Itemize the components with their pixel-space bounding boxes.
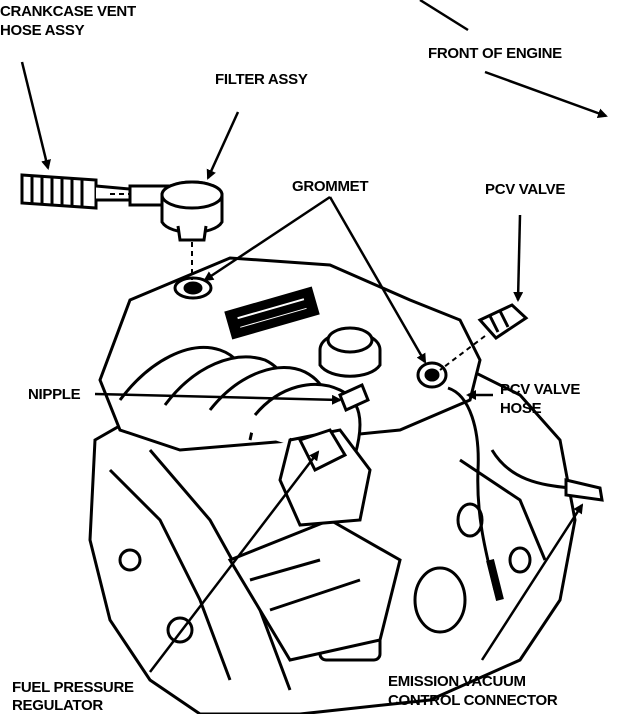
crankcase-vent-label-line1: CRANKCASE VENT [0, 3, 136, 20]
leader-grommet-2 [328, 196, 427, 364]
fuel-pressure-label-line2: REGULATOR [12, 697, 103, 714]
engine-block [88, 368, 577, 714]
emission-label-line2: CONTROL CONNECTOR [388, 692, 558, 709]
front-arrow-top [419, 0, 469, 32]
front-of-engine-label: FRONT OF ENGINE [428, 45, 562, 62]
leader-emission [480, 503, 584, 661]
leader-pcv-valve [513, 214, 524, 302]
nipple-label: NIPPLE [28, 386, 81, 403]
fuel-pressure-label-line1: FUEL PRESSURE [12, 679, 134, 696]
filter-assy-label: FILTER ASSY [215, 71, 308, 88]
pcv-valve-hose-label-line2: HOSE [500, 400, 542, 417]
crankcase-vent-label-line2: HOSE ASSY [0, 22, 85, 39]
emission-connector [490, 449, 571, 490]
leader-grommet-1 [203, 195, 331, 282]
filter-assembly [128, 180, 224, 242]
pcv-valve-hose-label-line1: PCV VALVE [500, 381, 581, 398]
grommet-label: GROMMET [292, 178, 369, 195]
pcv-valve-label: PCV VALVE [485, 181, 566, 198]
emission-label-line1: EMISSION VACUUM [388, 673, 526, 690]
front-arrow [484, 70, 608, 118]
leader-nipple [94, 392, 342, 405]
leader-fuel-reg [149, 450, 320, 673]
leader-filter [206, 111, 240, 180]
leader-crankcase [20, 61, 51, 170]
crankcase-vent-hose [20, 173, 132, 210]
pcv-valve-part [477, 303, 529, 340]
